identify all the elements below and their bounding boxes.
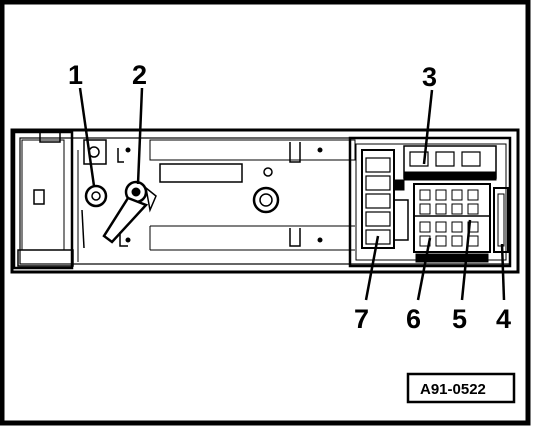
leader-6 — [416, 237, 432, 301]
leader-5 — [460, 219, 472, 301]
callout-5: 5 — [452, 304, 467, 334]
leader-7 — [364, 235, 380, 301]
figure-code: A91-0522 — [420, 381, 486, 398]
callout-3: 3 — [422, 62, 437, 92]
outer-border — [0, 0, 531, 426]
leader-3 — [422, 89, 434, 165]
callout-4: 4 — [496, 304, 511, 334]
leader-2 — [136, 87, 144, 185]
callout-2: 2 — [132, 60, 147, 90]
callout-1: 1 — [68, 60, 83, 90]
figure-code-box — [406, 372, 516, 404]
leader-4 — [500, 243, 506, 301]
center-panel — [117, 139, 356, 251]
leader-1 — [78, 87, 96, 187]
release-lever-2 — [102, 180, 157, 244]
connector-3 — [403, 145, 497, 181]
connector-5-6 — [413, 183, 491, 263]
screw-1 — [81, 139, 108, 249]
callout-6: 6 — [406, 304, 421, 334]
callout-7: 7 — [354, 304, 369, 334]
leader-lines — [78, 87, 506, 301]
connector-7 — [361, 149, 409, 249]
connector-area — [348, 136, 512, 268]
